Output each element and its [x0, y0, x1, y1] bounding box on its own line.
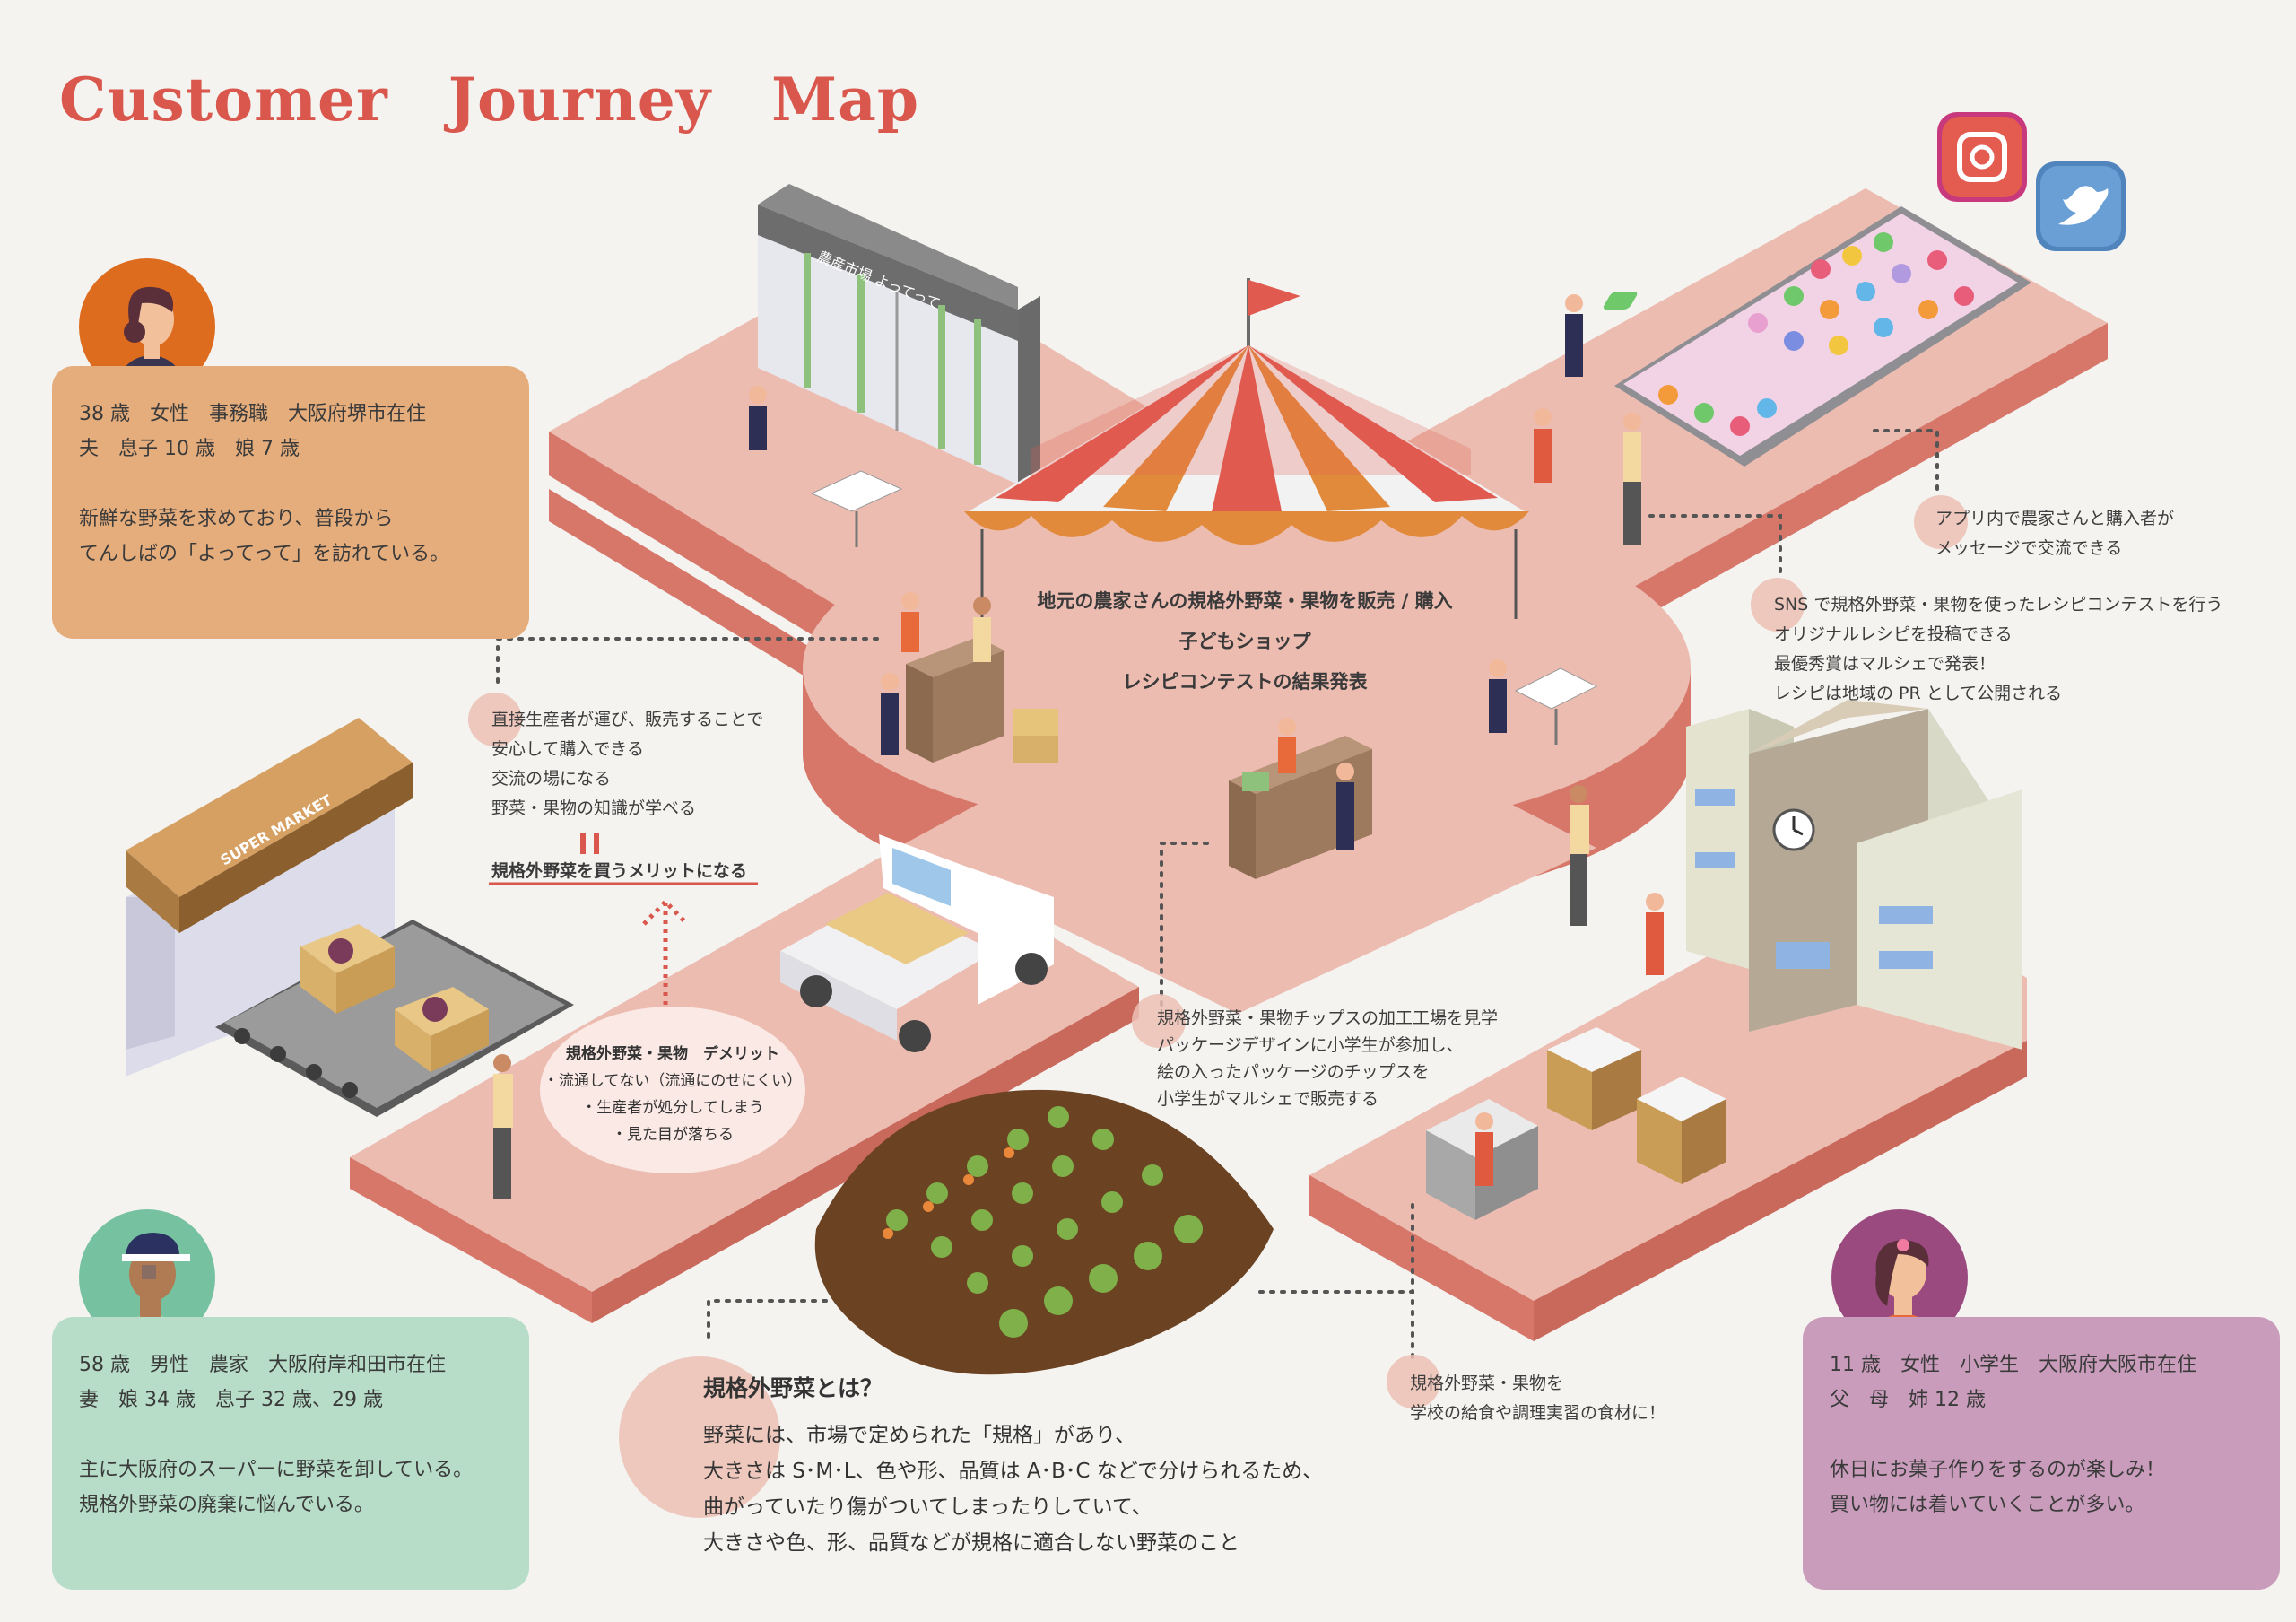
definition-line-4: 大きさや色、形、品質などが規格に適合しない野菜のこと [703, 1531, 1239, 1555]
persona-3-description-2: 買い物には着いていくことが多い。 [1830, 1494, 2145, 1516]
merits-dot [468, 693, 522, 746]
school-note: 規格外野菜・果物を 学校の給食や調理実習の食材に！ [1410, 1369, 1665, 1428]
market-stalls [906, 637, 1372, 879]
definition-line-2: 大きさは S･M･L、色や形、品質は A･B･C などで分けられるため、 [703, 1460, 1324, 1483]
delivery-truck [780, 834, 1054, 1052]
farm-store-building: 農産市場 よってって [758, 184, 1040, 484]
persona-1-profile: 38 歳 女性 事務職 大阪府堺市在住 [79, 403, 426, 425]
persona-2-description-2: 規格外野菜の廃棄に悩んでいる。 [79, 1494, 374, 1516]
sns-note-dot [1751, 578, 1805, 632]
persona-3-card: 11 歳 女性 小学生 大阪府大阪市在住 父 母 姉 12 歳 休日にお菓子作り… [1803, 1317, 2280, 1590]
sns-note-line-2: オリジナルレシピを投稿できる [1774, 624, 2013, 644]
merits-line-4: 野菜・果物の知識が学べる [491, 798, 697, 818]
market-tent [964, 278, 1529, 619]
definition-line-1: 野菜には、市場で定められた「規格」があり、 [703, 1424, 1136, 1447]
school-building [1686, 700, 2022, 1050]
school-note-dot [1387, 1355, 1440, 1408]
definition-body: 野菜には、市場で定められた「規格」があり、 大きさは S･M･L、色や形、品質は… [703, 1417, 1323, 1561]
merits-conclusion: 規格外野菜を買うメリットになる [491, 861, 748, 881]
school-note-line-2: 学校の給食や調理実習の食材に！ [1410, 1403, 1666, 1423]
merits-line-3: 交流の場になる [491, 769, 612, 789]
app-note-line-1: アプリ内で農家さんと購入者が [1935, 509, 2175, 528]
connector-lines [496, 429, 1939, 1365]
chips-note-dot [1132, 994, 1186, 1048]
demerits-line-3: ・見た目が落ちる [612, 1126, 734, 1144]
persona-3-description: 休日にお菓子作りをするのが楽しみ！ [1830, 1459, 2166, 1481]
center-line-3: レシピコンテストの結果発表 [1122, 671, 1368, 693]
app-note-line-2: メッセージで交流できる [1935, 538, 2123, 558]
demerits-heading: 規格外野菜・果物 デメリット [566, 1045, 779, 1063]
definition-dot [619, 1356, 780, 1518]
chips-note-line-4: 小学生がマルシェで販売する [1157, 1089, 1379, 1109]
definition-heading: 規格外野菜とは？ [703, 1375, 883, 1401]
sns-note-line-3: 最優秀賞はマルシェで発表！ [1774, 654, 1996, 674]
people [493, 294, 1664, 1199]
merits-note: 直接生産者が運び、販売することで 安心して購入できる 交流の場になる 野菜・果物… [491, 705, 763, 824]
persona-1-description: 新鮮な野菜を求めており、普段から [79, 508, 394, 530]
persona-2-card: 58 歳 男性 農家 大阪府岸和田市在住 妻 娘 34 歳 息子 32 歳、29… [52, 1317, 529, 1590]
school-note-line-1: 規格外野菜・果物を [1410, 1373, 1564, 1393]
demerits-line-2: ・生産者が処分してしまう [581, 1099, 764, 1117]
cafe-tables [810, 470, 1598, 745]
equals-icon [580, 833, 599, 854]
sns-note-line-1: SNS で規格外野菜・果物を使ったレシピコンテストを行う [1774, 595, 2223, 615]
center-line-1: 地元の農家さんの規格外野菜・果物を販売 / 購入 [1037, 590, 1453, 612]
chips-note-line-2: パッケージデザインに小学生が参加し、 [1157, 1035, 1464, 1055]
twitter-icon [2036, 161, 2126, 251]
demerits-bubble [540, 1007, 805, 1173]
merits-line-1: 直接生産者が運び、販売することで [491, 710, 764, 729]
flag-icon [1248, 280, 1300, 316]
persona-2-family: 妻 娘 34 歳 息子 32 歳、29 歳 [79, 1389, 383, 1411]
app-note-dot [1914, 495, 1968, 549]
persona-2-description: 主に大阪府のスーパーに野菜を卸している。 [79, 1459, 474, 1481]
farm-field [814, 1089, 1274, 1375]
demerits-text: 規格外野菜・果物 デメリット ・流通してない（流通にのせにくい） ・生産者が処分… [527, 1041, 818, 1148]
persona-2-profile: 58 歳 男性 農家 大阪府岸和田市在住 [79, 1354, 446, 1376]
persona-1-card: 38 歳 女性 事務職 大阪府堺市在住 夫 息子 10 歳 娘 7 歳 新鮮な野… [52, 366, 529, 639]
demerits-line-1: ・流通してない（流通にのせにくい） [543, 1072, 803, 1090]
persona-3-profile: 11 歳 女性 小学生 大阪府大阪市在住 [1830, 1354, 2196, 1376]
page-title: Customer Journey Map [59, 65, 920, 135]
smartphone-icon [1603, 206, 2031, 467]
center-line-2: 子どもショップ [1178, 631, 1311, 652]
center-activities: 地元の農家さんの規格外野菜・果物を販売 / 購入 子どもショップ レシピコンテス… [976, 581, 1514, 702]
sns-note: SNS で規格外野菜・果物を使ったレシピコンテストを行う オリジナルレシピを投稿… [1774, 590, 2222, 709]
sns-note-line-4: レシピは地域の PR として公開される [1774, 684, 2063, 703]
chips-note-line-3: 絵の入ったパッケージのチップスを [1157, 1062, 1430, 1082]
chips-note: 規格外野菜・果物チップスの加工工場を見学 パッケージデザインに小学生が参加し、 … [1157, 1005, 1498, 1112]
persona-1-description-2: てんしばの「よってって」を訪れている。 [79, 543, 450, 565]
merits-line-2: 安心して購入できる [491, 739, 645, 759]
instagram-icon [1937, 112, 2027, 202]
supermarket-building: SUPER MARKET [126, 718, 574, 1117]
chips-note-line-1: 規格外野菜・果物チップスの加工工場を見学 [1157, 1008, 1499, 1028]
persona-1-family: 夫 息子 10 歳 娘 7 歳 [79, 438, 300, 460]
app-note: アプリ内で農家さんと購入者が メッセージで交流できる [1935, 504, 2174, 563]
persona-3-family: 父 母 姉 12 歳 [1830, 1389, 1986, 1411]
definition-line-3: 曲がっていたり傷がついてしまったりしていて、 [703, 1496, 1152, 1519]
arrow-up-icon [642, 898, 689, 1005]
